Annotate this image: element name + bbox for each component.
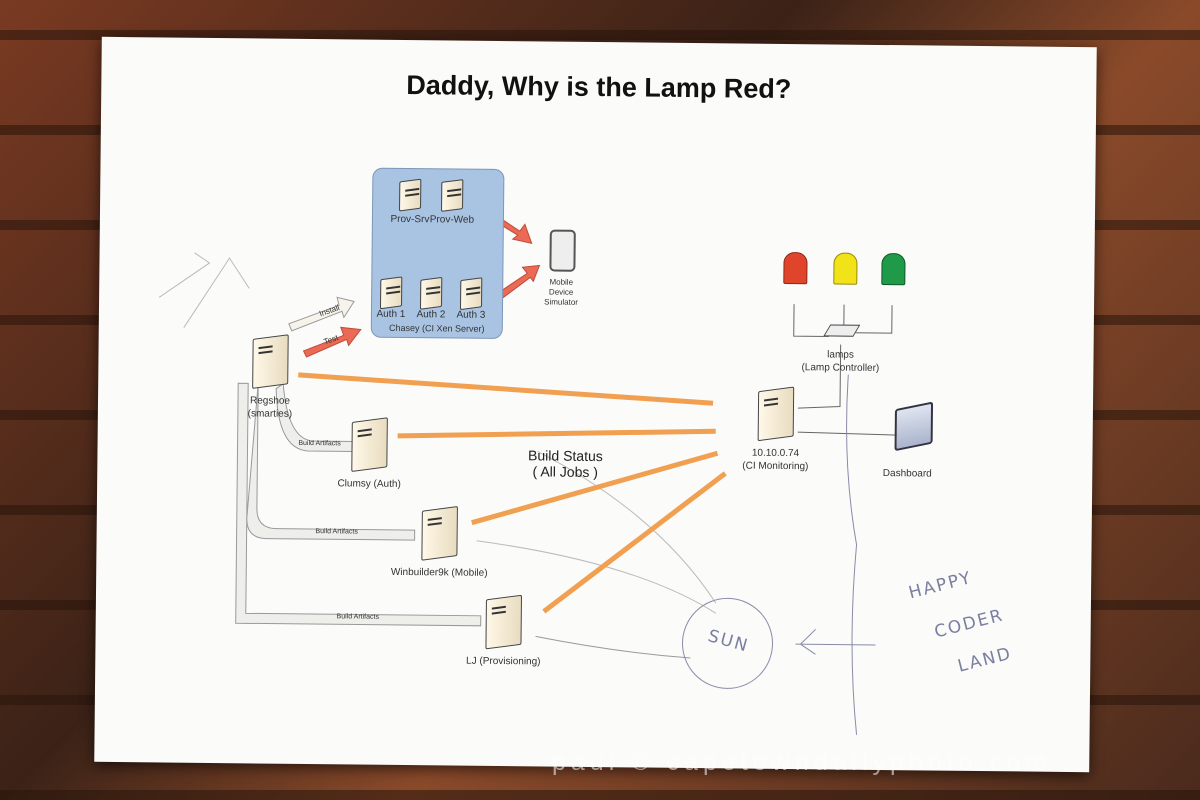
artifact-arrow-clumsy <box>275 382 354 452</box>
lamp-wires <box>793 304 898 436</box>
mobile-device-icon <box>549 229 576 272</box>
sun-sketch <box>682 597 774 689</box>
artifact-arrows <box>235 382 482 627</box>
build-artifacts-label: Build Artifacts <box>315 528 358 536</box>
server-label: Auth 2 <box>416 309 446 321</box>
server-label: Auth 1 <box>376 308 406 321</box>
winbuilder-server-icon <box>421 506 458 561</box>
green-lamp <box>881 252 906 286</box>
server-icon <box>379 276 403 310</box>
lj-label: LJ (Provisioning) <box>466 655 541 668</box>
poster: Daddy, Why is the Lamp Red? Prov-Srv Pro… <box>94 36 1097 773</box>
server-icon <box>399 178 422 212</box>
winbuilder-label: Winbuilder9k (Mobile) <box>390 566 488 579</box>
dashboard-label: Dashboard <box>882 468 932 480</box>
server-label: Auth 3 <box>456 309 486 321</box>
watermark: paul © capetowndailyphoto.com <box>552 748 1052 776</box>
ci-server-icon <box>757 386 795 442</box>
happy-land-sketch <box>795 374 876 735</box>
sketch-line-3 <box>535 635 691 659</box>
sketch-line-2 <box>476 540 717 614</box>
arrow-lj-ci <box>542 471 727 614</box>
sketch-arrows <box>158 252 717 659</box>
chasey-label: Chasey (CI Xen Server) <box>388 322 485 334</box>
build-status-label: Build Status( All Jobs ) <box>528 447 603 481</box>
artifact-arrow-lj <box>235 382 482 627</box>
sketch-line-1 <box>537 450 717 604</box>
server-icon <box>459 277 483 311</box>
build-artifacts-label: Build Artifacts <box>336 613 380 621</box>
artifact-arrow-winbuilder <box>246 383 416 541</box>
server-label: Prov-Web <box>429 214 475 226</box>
server-label: Prov-Srv <box>390 213 430 226</box>
arrow-regshoe-ci <box>298 372 714 406</box>
server-icon <box>441 179 464 212</box>
arrow-clumsy-ci <box>397 428 716 439</box>
arrow-winbuilder-ci <box>471 450 719 526</box>
build-artifacts-label: Build Artifacts <box>298 439 341 448</box>
red-lamp <box>783 251 808 285</box>
orange-arrows <box>298 372 727 614</box>
ci-label: 10.10.0.74(CI Monitoring) <box>742 447 809 473</box>
dashboard-monitor-icon <box>894 401 934 452</box>
sketch-arrow-left <box>158 252 250 328</box>
regshoe-label: Regshoe(smarties) <box>247 395 293 420</box>
lamps-label: lamps(Lamp Controller) <box>801 349 880 374</box>
test-arrow <box>302 326 362 358</box>
connections <box>158 201 898 735</box>
server-icon <box>419 276 443 310</box>
install-arrow <box>288 296 355 332</box>
clumsy-label: Clumsy (Auth) <box>337 478 401 490</box>
clumsy-server-icon <box>351 417 388 472</box>
regshoe-server-icon <box>252 334 289 389</box>
yellow-lamp <box>833 252 858 285</box>
lj-server-icon <box>485 594 523 650</box>
